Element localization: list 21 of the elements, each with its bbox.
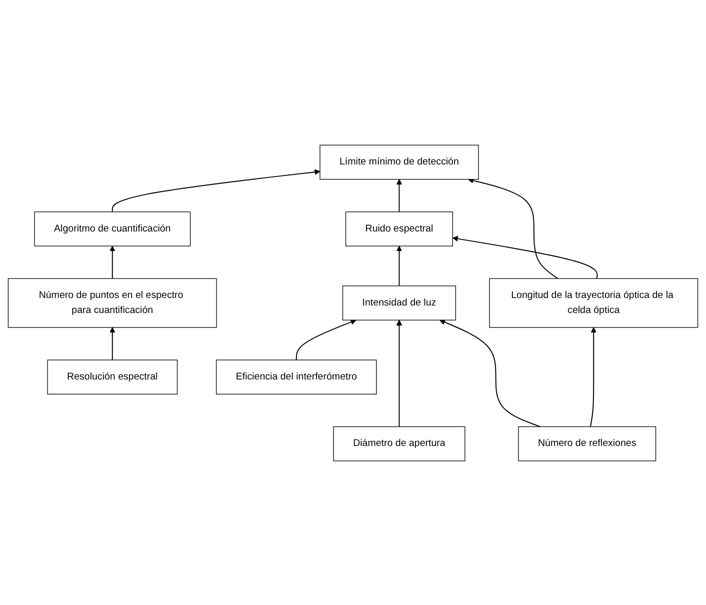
node-box: Eficiencia del interferómetro — [216, 359, 377, 394]
arrow — [452, 235, 598, 279]
node-box: Ruido espectral — [345, 211, 453, 246]
arrow — [468, 177, 558, 279]
node-box: Número de reflexiones — [518, 426, 656, 461]
node-box: Límite mínimo de detección — [320, 144, 479, 180]
arrow — [112, 168, 320, 212]
node-box: Diámetro de apertura — [333, 426, 466, 461]
arrow — [440, 318, 541, 427]
arrow — [110, 326, 116, 360]
node-box: Longitud de la trayectoria óptica de la celda óptica — [489, 278, 698, 328]
arrow — [110, 245, 116, 279]
node-box: Algoritmo de cuantificación — [34, 211, 191, 246]
arrow — [396, 178, 402, 212]
arrow — [590, 326, 596, 427]
node-box: Número de puntos en el espectro para cuantificación — [8, 278, 217, 328]
node-box: Resolución espectral — [47, 359, 178, 394]
arrow — [396, 245, 402, 286]
arrow — [396, 319, 402, 427]
node-box: Intensidad de luz — [342, 285, 456, 320]
arrow — [296, 318, 356, 360]
